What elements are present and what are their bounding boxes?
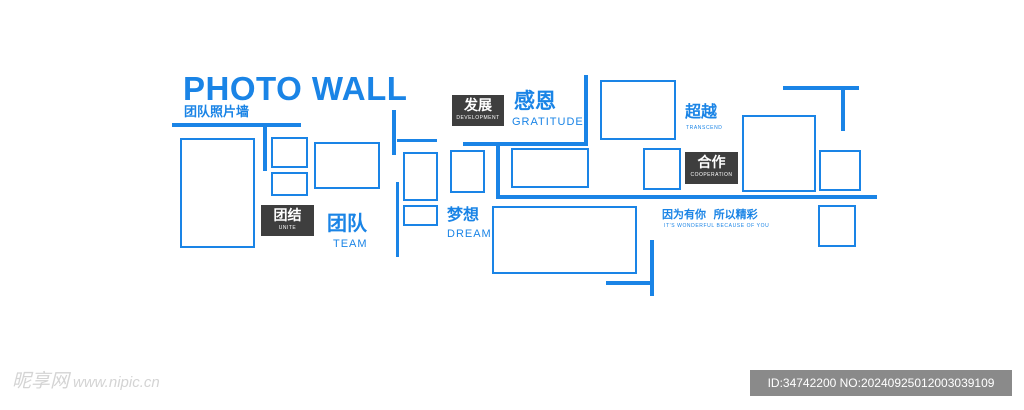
divider-bar-bottom bbox=[606, 281, 654, 285]
photo-frame bbox=[600, 80, 676, 140]
team-subtitle: TEAM bbox=[333, 238, 368, 250]
tag-cooperation: 合作 COOPERATION bbox=[685, 152, 738, 184]
photo-frame bbox=[742, 115, 816, 192]
page-subtitle: 团队照片墙 bbox=[184, 105, 250, 120]
tag-unite: 团结 UNITE bbox=[261, 205, 314, 236]
tag-cooperation-sublabel: COOPERATION bbox=[690, 172, 733, 178]
photo-frame bbox=[271, 172, 308, 196]
divider-vbar-left bbox=[263, 123, 267, 171]
page-title: PHOTO WALL bbox=[183, 70, 408, 107]
divider-bar-top-right bbox=[783, 86, 859, 90]
slogan-subtitle: IT'S WONDERFUL BECAUSE OF YOU bbox=[664, 223, 770, 229]
tag-development-sublabel: DEVELOPMENT bbox=[456, 115, 500, 121]
divider-vbar-center-mid bbox=[396, 182, 399, 257]
transcend-subtitle: TRANSCEND bbox=[686, 125, 723, 131]
tag-cooperation-label: 合作 bbox=[697, 155, 726, 171]
divider-bar-center bbox=[463, 142, 586, 146]
photo-frame bbox=[271, 137, 308, 168]
photo-frame bbox=[643, 148, 681, 190]
slogan-text: 因为有你 所以精彩 bbox=[662, 208, 758, 221]
photo-frame bbox=[180, 138, 255, 248]
photo-frame bbox=[403, 205, 438, 226]
transcend-title: 超越 bbox=[685, 102, 718, 121]
divider-bar-main bbox=[496, 195, 877, 199]
photo-frame bbox=[314, 142, 380, 189]
watermark-logo-text: 昵享网 bbox=[12, 370, 70, 392]
tag-unite-label: 团结 bbox=[273, 208, 302, 224]
photo-frame bbox=[819, 150, 861, 191]
divider-vbar-top-right bbox=[841, 86, 845, 131]
team-title: 团队 bbox=[327, 211, 367, 235]
divider-vbar-bottom bbox=[650, 240, 654, 296]
photo-frame bbox=[450, 150, 485, 193]
divider-bar-top-center bbox=[397, 139, 437, 142]
divider-vbar-center bbox=[496, 142, 500, 199]
dream-subtitle: DREAM bbox=[447, 228, 492, 240]
watermark-id-badge: ID:34742200 NO:20240925012003039109 bbox=[750, 370, 1012, 396]
dream-title: 梦想 bbox=[447, 205, 480, 224]
watermark-site: www.nipic.cn bbox=[73, 374, 160, 391]
photo-frame bbox=[403, 152, 438, 201]
tag-development-label: 发展 bbox=[464, 98, 492, 114]
divider-bar-top-left bbox=[172, 123, 301, 127]
tag-unite-sublabel: UNITE bbox=[278, 225, 297, 231]
gratitude-title: 感恩 bbox=[514, 89, 556, 113]
gratitude-subtitle: GRATITUDE bbox=[512, 116, 584, 128]
photo-frame bbox=[818, 205, 856, 247]
tag-development: 发展 DEVELOPMENT bbox=[452, 95, 504, 126]
divider-vbar-center-top bbox=[392, 110, 396, 155]
divider-vbar-gratitude bbox=[584, 75, 588, 146]
photo-frame bbox=[511, 148, 589, 188]
photo-frame bbox=[492, 206, 637, 274]
